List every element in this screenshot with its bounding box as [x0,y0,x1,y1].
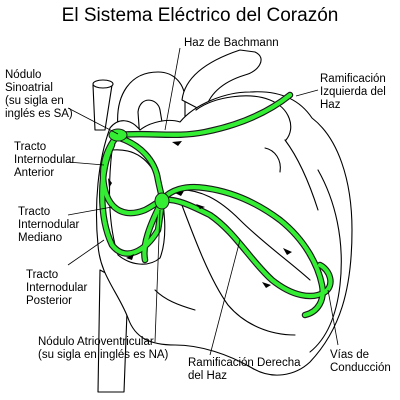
septal-branch [142,202,163,263]
label-sa-node: (su sigla en [5,95,64,107]
arrow-icon [196,204,205,209]
label-right-bundle: del Haz [188,370,227,382]
arrow-icon [175,191,184,196]
conduction-arrows [108,141,292,288]
pulmonary-artery [181,49,262,113]
label-right-bundle: Ramificación Derecha [188,357,301,369]
diagram-title: El Sistema Eléctrico del Corazón [61,5,339,26]
right-bundle-branch [159,197,333,299]
label-anterior-tract: Anterior [14,167,54,179]
conduction-pathways [100,92,333,318]
label-conduction-paths: Conducción [330,362,391,374]
arrow-icon [172,141,182,146]
arrow-icon [283,248,292,255]
arrow-icon [108,178,112,188]
heart-body [95,91,353,376]
bachmann-bundle [115,92,293,138]
label-posterior-tract: Posterior [26,295,72,307]
label-middle-tract: Tracto [18,206,50,218]
label-av-node: Nódulo Atrioventricular [38,336,154,348]
label-middle-tract: Internodular [18,219,80,231]
label-bachmann: Haz de Bachmann [184,37,279,49]
arrow-icon [126,254,134,260]
arrow-icon [262,282,271,288]
label-left-bundle: Izquierda del [320,86,386,98]
labels: Haz de Bachmann Nódulo Sinoatrial (su si… [5,37,391,382]
label-av-node: (su sigla en inglés es NA) [38,349,169,361]
label-posterior-tract: Internodular [26,282,88,294]
label-left-bundle: Ramificación [320,73,386,85]
label-anterior-tract: Tracto [14,141,46,153]
leader-lines [67,47,339,356]
label-anterior-tract: Internodular [14,154,76,166]
label-sa-node: Sinoatrial [5,82,53,94]
label-middle-tract: Mediano [18,232,62,244]
label-left-bundle: Haz [320,99,341,111]
label-conduction-paths: Vías de [330,349,369,361]
av-node [154,192,170,210]
label-sa-node: Nódulo [5,69,41,81]
label-sa-node: inglés es SA) [5,108,73,120]
label-posterior-tract: Tracto [26,269,58,281]
